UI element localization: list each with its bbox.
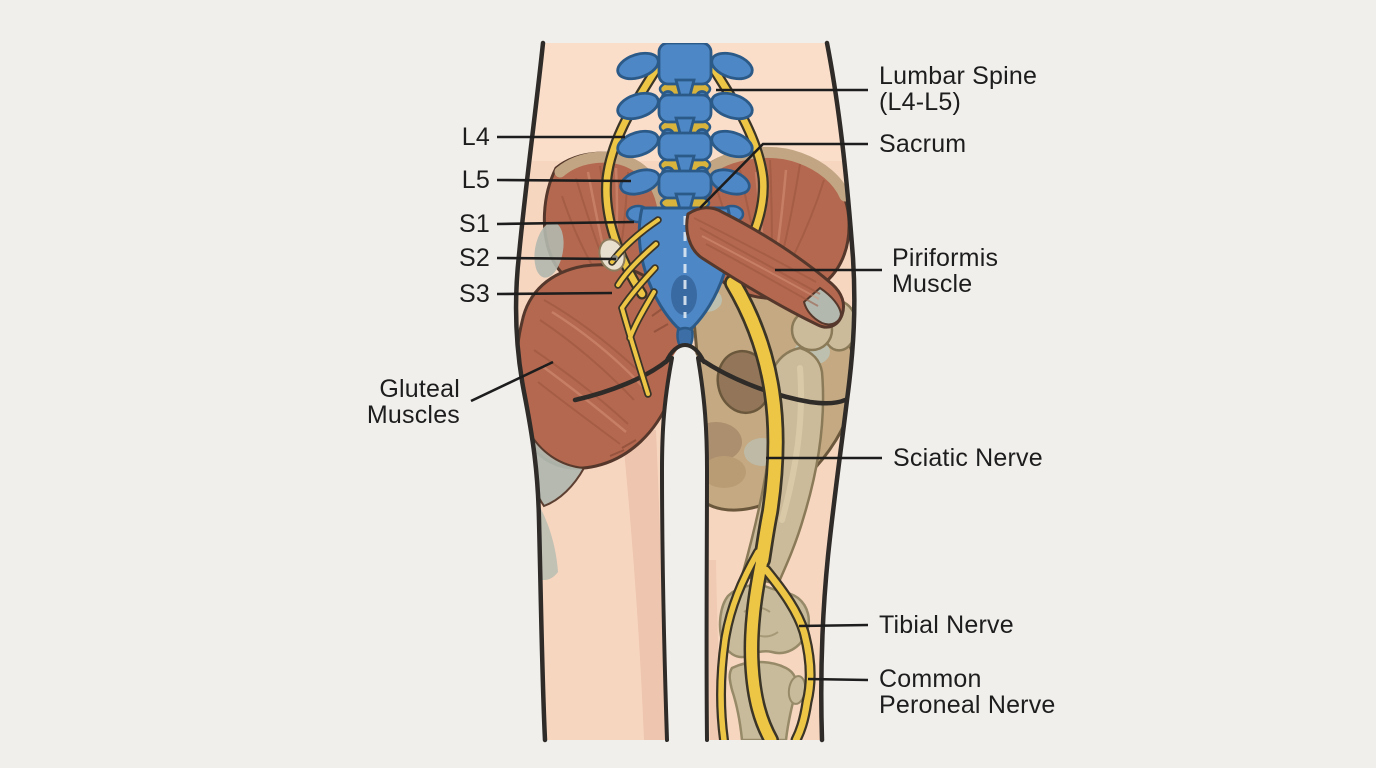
leader-sacrum (699, 142, 868, 209)
label-l4: L4 (461, 123, 490, 151)
label-lumbar-line1: Lumbar Spine (879, 62, 1038, 90)
body-outline (513, 40, 857, 743)
label-s2: S2 (459, 244, 490, 272)
leader-s1 (496, 220, 635, 226)
piriformis-muscle-shape (685, 206, 846, 329)
leader-lines (470, 88, 882, 682)
sacrum-bone (625, 204, 745, 354)
leader-l5 (496, 178, 632, 183)
label-piriformis-line2: Muscle (892, 270, 973, 298)
label-peroneal-line1: Common (879, 665, 982, 693)
leader-tibial-nerve (798, 623, 869, 628)
label-piriformis-line1: Piriformis (892, 244, 999, 272)
piriformis-striations (693, 217, 821, 307)
left-glute-max-striations (533, 299, 645, 445)
label-peroneal-line2: Peroneal Nerve (879, 691, 1056, 719)
vertebrae (616, 43, 754, 216)
label-lumbar-spine: Lumbar Spine (L4-L5) (879, 63, 1037, 115)
label-common-peroneal-nerve: Common Peroneal Nerve (879, 666, 1056, 718)
lumbar-spine (616, 43, 754, 354)
buttock-creases (572, 357, 848, 406)
sciatic-nerve-path (716, 274, 816, 740)
label-piriformis-muscle: Piriformis Muscle (892, 245, 998, 297)
label-gluteal-line1: Gluteal (379, 375, 460, 403)
leader-gluteal-muscles (470, 360, 554, 403)
leader-common-peroneal-nerve (807, 677, 869, 682)
label-sacrum: Sacrum (879, 130, 967, 158)
label-gluteal-line2: Muscles (366, 401, 460, 429)
body-interior (516, 43, 855, 740)
label-s3: S3 (459, 280, 490, 308)
leader-s3 (496, 291, 613, 296)
leader-s2 (496, 256, 617, 261)
label-lumbar-line2: (L4-L5) (879, 88, 961, 116)
label-sciatic-nerve: Sciatic Nerve (893, 444, 1043, 472)
label-s1: S1 (459, 210, 490, 238)
label-gluteal-muscles: Gluteal Muscles (367, 376, 460, 428)
label-l5: L5 (461, 166, 490, 194)
label-tibial-nerve: Tibial Nerve (879, 611, 1014, 639)
